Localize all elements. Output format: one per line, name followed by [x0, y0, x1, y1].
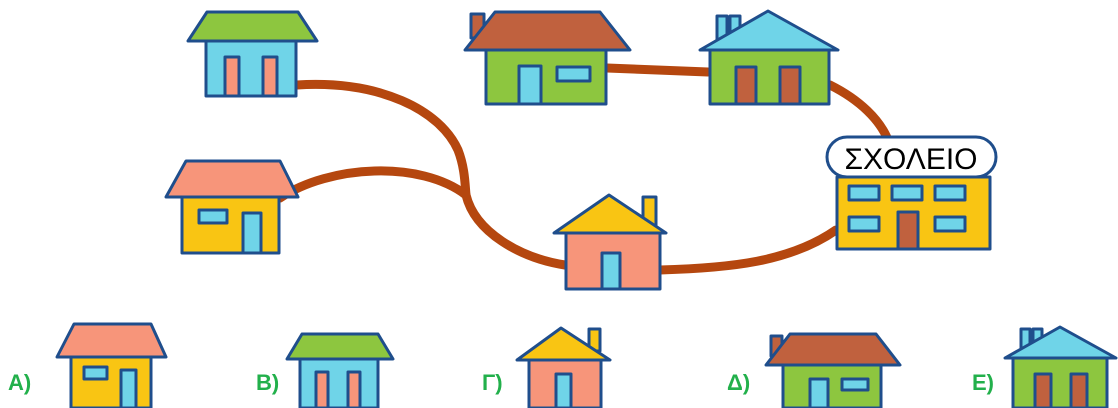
road-house1-to-junction: [292, 79, 471, 200]
road-house3-to-school: [825, 80, 893, 145]
school-label: ΣΧΟΛΕΙΟ: [844, 143, 977, 176]
option-a[interactable]: A): [8, 322, 168, 408]
option-d-label: Δ): [727, 370, 750, 395]
option-e-house-icon: [1003, 325, 1118, 408]
option-c-label: Γ): [482, 370, 503, 395]
road-house4-to-house5: [275, 166, 570, 270]
option-a-house-icon: [55, 322, 168, 408]
house-salmon-roof-yellow: [164, 159, 300, 255]
roads: [275, 63, 893, 275]
option-d-house-icon: [764, 332, 902, 408]
option-b-label: B): [256, 370, 279, 395]
road-house2-to-house3: [602, 63, 713, 77]
house-yellow-roof-salmon: [552, 193, 668, 291]
option-e-label: E): [972, 370, 994, 395]
option-e[interactable]: E): [972, 325, 1118, 408]
road-house5-to-school: [655, 225, 841, 275]
option-a-label: A): [8, 370, 31, 395]
house-lime-roof-blue: [186, 10, 319, 98]
option-b[interactable]: B): [256, 332, 395, 408]
option-c-house-icon: [515, 326, 612, 408]
school: [825, 135, 998, 251]
house-brown-roof-green: [463, 10, 632, 106]
option-d[interactable]: Δ): [727, 332, 902, 408]
answer-options: A) B) Γ): [8, 322, 1118, 408]
option-b-house-icon: [285, 332, 395, 408]
house-blue-roof-green: [698, 9, 840, 106]
option-c[interactable]: Γ): [482, 326, 612, 408]
